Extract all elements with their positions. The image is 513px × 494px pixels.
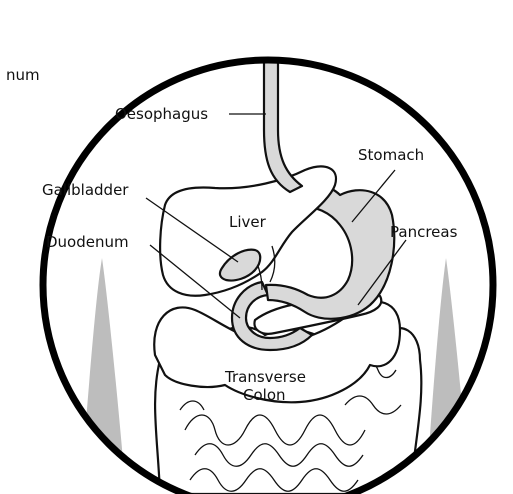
label-oesophagus: Oesophagus [115,105,208,123]
label-pancreas: Pancreas [390,223,458,241]
label-gallbladder: Gallbladder [42,181,129,199]
clipped-label-fragment: num [6,66,40,84]
left-flank-shape [80,258,126,494]
right-flank-shape [426,258,470,494]
label-transverse: Transverse [224,368,306,386]
oesophagus-organ [264,0,302,192]
label-stomach: Stomach [358,146,424,164]
label-colon: Colon [243,386,286,404]
label-liver: Liver [229,213,267,231]
label-duodenum: Duodenum [46,233,129,251]
